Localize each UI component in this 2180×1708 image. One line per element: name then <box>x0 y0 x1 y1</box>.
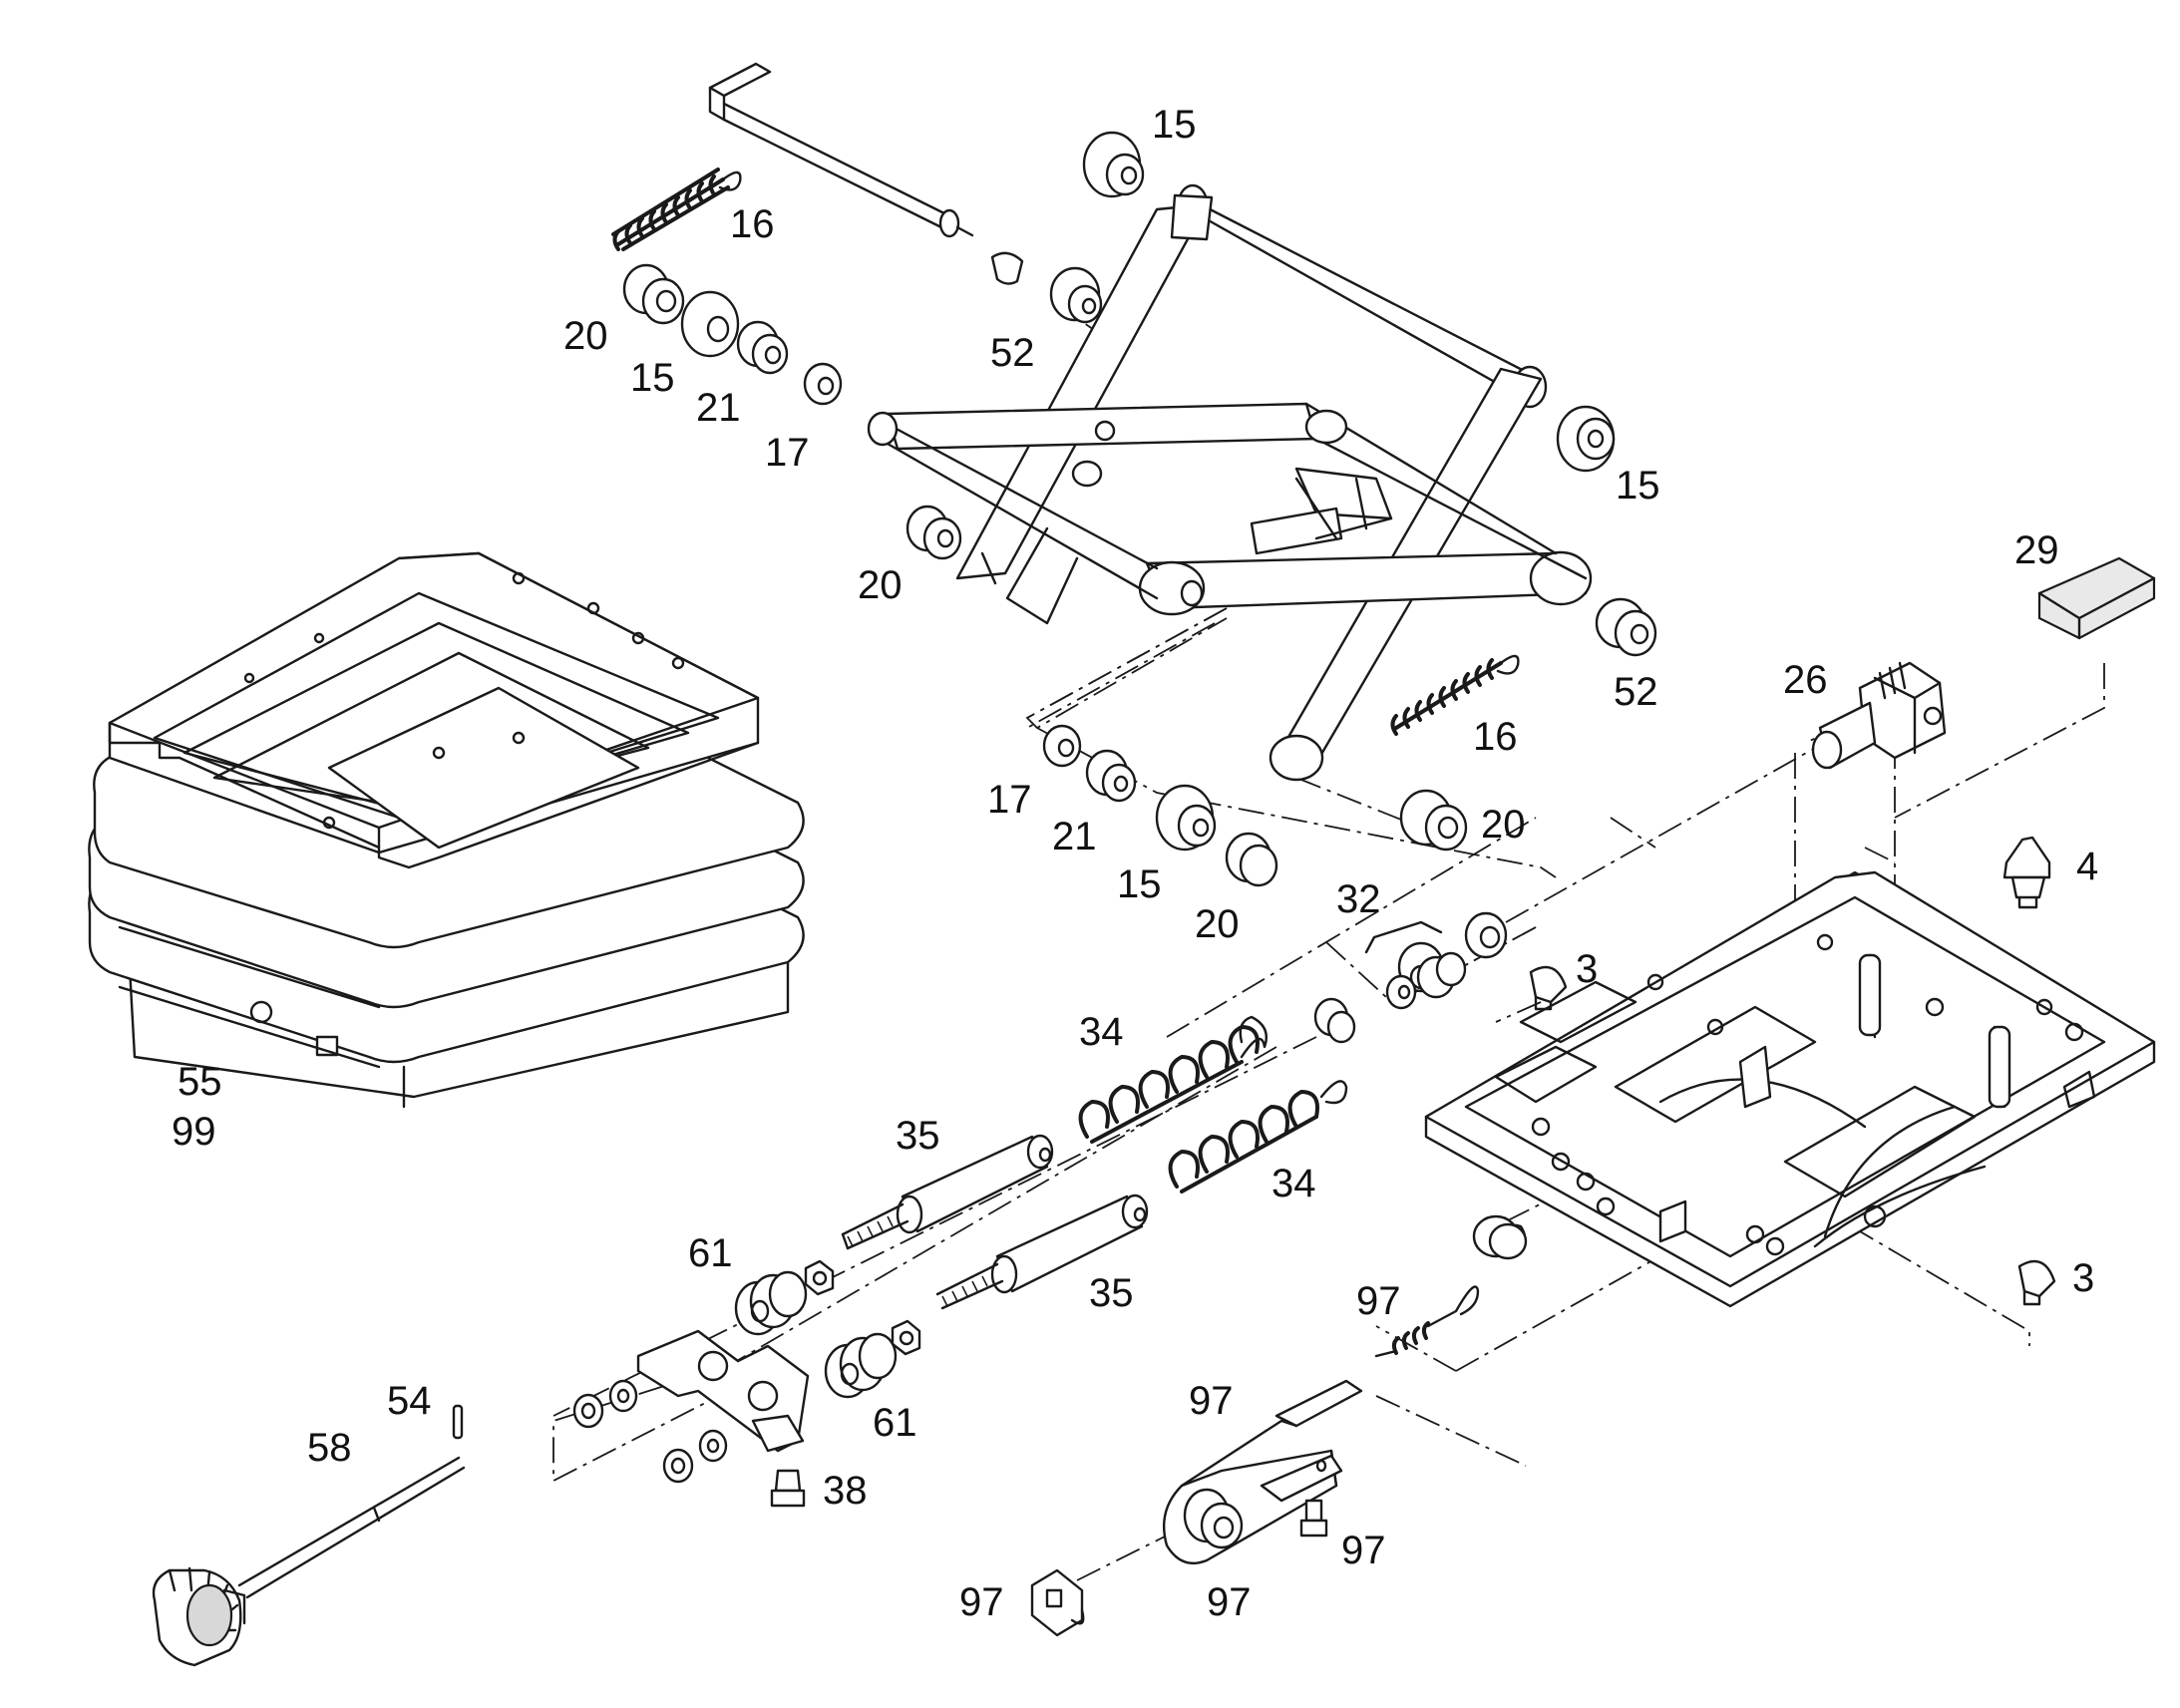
label-52-a: 52 <box>990 331 1035 375</box>
bushing-52-right <box>1595 597 1657 657</box>
nut-right <box>891 1319 921 1356</box>
label-58: 58 <box>307 1426 352 1470</box>
label-20-d: 20 <box>1195 902 1240 946</box>
shaft-58 <box>237 1456 466 1599</box>
bushing-20-top <box>622 263 685 325</box>
screw-97 <box>1299 1499 1328 1537</box>
label-3-b: 3 <box>2072 1256 2094 1300</box>
label-61-a: 61 <box>688 1231 733 1275</box>
label-21-b: 21 <box>1052 815 1097 858</box>
label-97-c: 97 <box>1341 1529 1386 1572</box>
washer-15-top-left <box>680 290 740 358</box>
label-15-d: 15 <box>1117 862 1162 906</box>
label-35-b: 35 <box>1089 1271 1134 1315</box>
nut-left <box>804 1259 835 1296</box>
label-32: 32 <box>1336 877 1381 921</box>
damper-32 <box>1313 911 1527 1253</box>
rubber-61-left <box>734 1270 808 1336</box>
label-17-a: 17 <box>765 431 810 475</box>
label-20-a: 20 <box>563 314 608 358</box>
label-15-b: 15 <box>630 356 675 400</box>
label-3-a: 3 <box>1576 947 1598 991</box>
washer-15-top <box>1082 131 1145 198</box>
label-99: 99 <box>172 1110 216 1154</box>
part-labels: 15 16 20 15 21 52 17 15 20 29 26 16 52 1… <box>172 103 2098 1624</box>
rubber-61-right <box>824 1332 898 1399</box>
bushing-20-lower <box>1225 832 1278 887</box>
label-4: 4 <box>2076 845 2098 888</box>
label-54: 54 <box>387 1379 432 1423</box>
base-plate <box>1424 870 2156 1308</box>
adjuster-26 <box>1811 661 1947 770</box>
label-29: 29 <box>2014 528 2059 572</box>
label-35-a: 35 <box>896 1114 940 1158</box>
label-16-a: 16 <box>730 202 775 246</box>
label-34-a: 34 <box>1079 1010 1124 1054</box>
bellows-cover <box>88 551 805 1109</box>
spring-97 <box>1374 1285 1480 1358</box>
scissor-frame <box>867 183 1593 782</box>
spring-16-top <box>611 168 742 251</box>
clip-97 <box>1030 1568 1085 1637</box>
plug-4 <box>2002 836 2051 909</box>
spring-16-right <box>1390 654 1520 736</box>
bushing-21-lower <box>1085 749 1137 803</box>
label-55: 55 <box>178 1060 222 1104</box>
label-97-e: 97 <box>1207 1580 1252 1624</box>
bushing-52-top <box>1049 266 1103 324</box>
pin-54 <box>452 1404 464 1440</box>
shock-35-upper <box>841 1134 1054 1250</box>
label-26: 26 <box>1783 658 1828 702</box>
bracket-38 <box>572 1329 810 1508</box>
label-97-d: 97 <box>959 1580 1004 1624</box>
grommet-right <box>1472 1214 1528 1260</box>
plug-3-left <box>1529 965 1568 1011</box>
bushing-20-mid <box>906 505 962 560</box>
label-20-c: 20 <box>1481 803 1526 847</box>
bushing-21-top <box>736 320 789 375</box>
label-21-a: 21 <box>696 386 741 430</box>
lever-97 <box>1163 1379 1363 1565</box>
label-16-b: 16 <box>1473 715 1518 759</box>
shaft-top <box>708 62 974 238</box>
label-38: 38 <box>823 1469 868 1513</box>
washer-15-right <box>1556 405 1616 473</box>
washer-15-lower <box>1155 784 1217 852</box>
pad-29 <box>2037 556 2156 640</box>
label-15-a: 15 <box>1152 103 1197 147</box>
bushing-20-right <box>1399 789 1468 852</box>
label-34-b: 34 <box>1272 1162 1316 1205</box>
knob-58 <box>152 1566 246 1667</box>
label-17-b: 17 <box>987 778 1032 822</box>
clip-ring-top <box>990 251 1024 285</box>
label-97-a: 97 <box>1356 1279 1401 1323</box>
shock-35-lower <box>935 1194 1149 1310</box>
spring-34-lower <box>1168 1080 1348 1194</box>
label-61-b: 61 <box>873 1401 917 1445</box>
label-20-b: 20 <box>858 563 903 607</box>
plug-3-right <box>2017 1259 2056 1306</box>
washer-17-top <box>803 362 843 406</box>
spring-34-upper <box>1078 1015 1269 1144</box>
label-15-c: 15 <box>1616 464 1660 508</box>
label-52-b: 52 <box>1614 670 1658 714</box>
washer-17-lower <box>1042 724 1082 768</box>
label-97-b: 97 <box>1189 1379 1234 1423</box>
